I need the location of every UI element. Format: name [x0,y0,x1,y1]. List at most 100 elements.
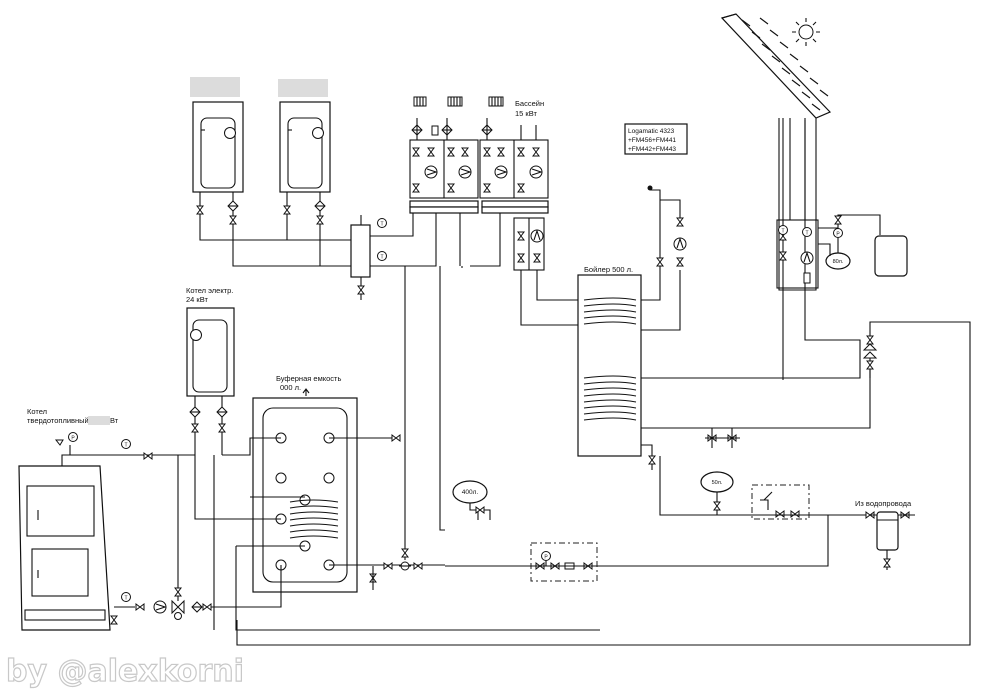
pump-icon [530,229,544,243]
valve-icon [517,147,525,157]
pump-icon [424,165,438,179]
pressure-gauge-icon [833,228,843,238]
thermometer-icon [121,439,131,449]
hydraulic-separator [350,215,387,300]
valve-icon [517,231,525,241]
solar-fluid-tank [874,235,908,277]
valve-icon [447,147,455,157]
valve-icon [834,215,842,225]
pump-icon [800,251,814,265]
valve-icon [391,434,401,442]
blurred-label [88,416,110,425]
valve-icon [648,455,656,465]
valve-icon [412,147,420,157]
three-way-valve-icon [399,561,411,571]
valve-icon [483,147,491,157]
pool-label-2: 15 кВт [515,109,537,118]
valve-icon [713,501,721,511]
radiator-icon [447,96,463,107]
buffer-tank-label-2: 000 л. [280,383,301,392]
valve-icon [143,452,153,460]
expansion-vessel-solar-label: 80л. [833,259,844,265]
valve-icon [357,285,365,295]
valve-icon [412,183,420,193]
solid-boiler-label-2: твердотопливный [27,416,89,425]
controller-label-1: Logamatic 4323 [628,128,675,135]
thermometer-icon [802,227,812,237]
valve-icon [676,217,684,227]
solar-collector [720,13,861,380]
valve-icon [383,562,393,570]
pool-label-1: Бассейн [515,99,544,108]
pump-icon [458,165,472,179]
valve-icon [483,183,491,193]
filter-icon [189,406,201,418]
valve-icon [497,147,505,157]
buffer-tank-label-1: Буферная емкость [276,374,341,383]
pump-icon [190,329,202,341]
valve-icon [866,335,874,345]
controller-label-2: +FM456+FM441 [628,137,676,144]
expansion-vessel-solar [825,252,851,270]
pump-icon [494,165,508,179]
valve-icon [191,423,199,433]
filter-icon [314,200,326,212]
check-valve-icon [790,510,800,518]
filter-icon [191,601,203,613]
valve-icon [283,205,291,215]
valve-icon [202,603,212,611]
check-valve-icon [135,603,145,611]
sun-rays-icon [741,17,829,111]
safety-group-heating [530,542,598,582]
valve-icon [866,360,874,370]
pump-icon [224,127,236,139]
valve-icon [447,183,455,193]
thermometer-icon [121,592,131,602]
water-supply-label: Из водопровода [855,499,912,508]
thermometer-icon [377,251,387,261]
expansion-vessel-heating-label: 400л. [462,489,479,496]
valve-icon [174,587,182,597]
valve-icon [196,205,204,215]
safety-group-dhw [751,484,810,520]
three-way-valve-icon [862,343,878,359]
water-filter [876,511,899,570]
valve-icon [413,562,423,570]
valve-icon [532,147,540,157]
heating-circuits: Бассейн 15 кВт [409,96,549,214]
blurred-label [190,77,240,97]
valve-icon [656,257,664,267]
valve-icon [427,147,435,157]
valve-icon [316,215,324,225]
wall-boiler-1 [192,101,244,193]
valve-icon [775,510,785,518]
watermark: by @alexkorni [6,654,244,689]
filter-icon [216,406,228,418]
dhw-tank: Бойлер 500 л. [577,265,642,457]
valve-icon [461,147,469,157]
valve-icon [779,251,787,261]
dhw-loading-group [513,217,578,326]
electric-boiler-label-1: Котел электр. [186,286,233,295]
electric-boiler: Котел электр. 24 кВт [186,286,235,455]
filter-icon [227,200,239,212]
solid-boiler-label-1: Котел [27,407,47,416]
valve-icon [533,253,541,263]
dhw-tank-label: Бойлер 500 л. [584,265,633,274]
expansion-vessel-dhw-label: 50л. [712,480,723,486]
electric-boiler-label-2: 24 кВт [186,295,208,304]
valve-icon [883,558,891,568]
valve-icon [110,615,118,625]
thermometer-icon [778,225,788,235]
valve-icon [401,548,409,558]
valve-icon [517,253,525,263]
valve-icon [218,423,226,433]
thermometer-icon [377,218,387,228]
pump-icon [153,600,167,614]
pump-icon [673,237,687,251]
radiator-icon [488,96,504,107]
solid-boiler-label-kw: Вт [110,416,119,425]
controller-label-3: +FM442+FM443 [628,146,676,153]
controller-logamatic: Logamatic 4323 +FM456+FM441 +FM442+FM443 [624,123,688,155]
